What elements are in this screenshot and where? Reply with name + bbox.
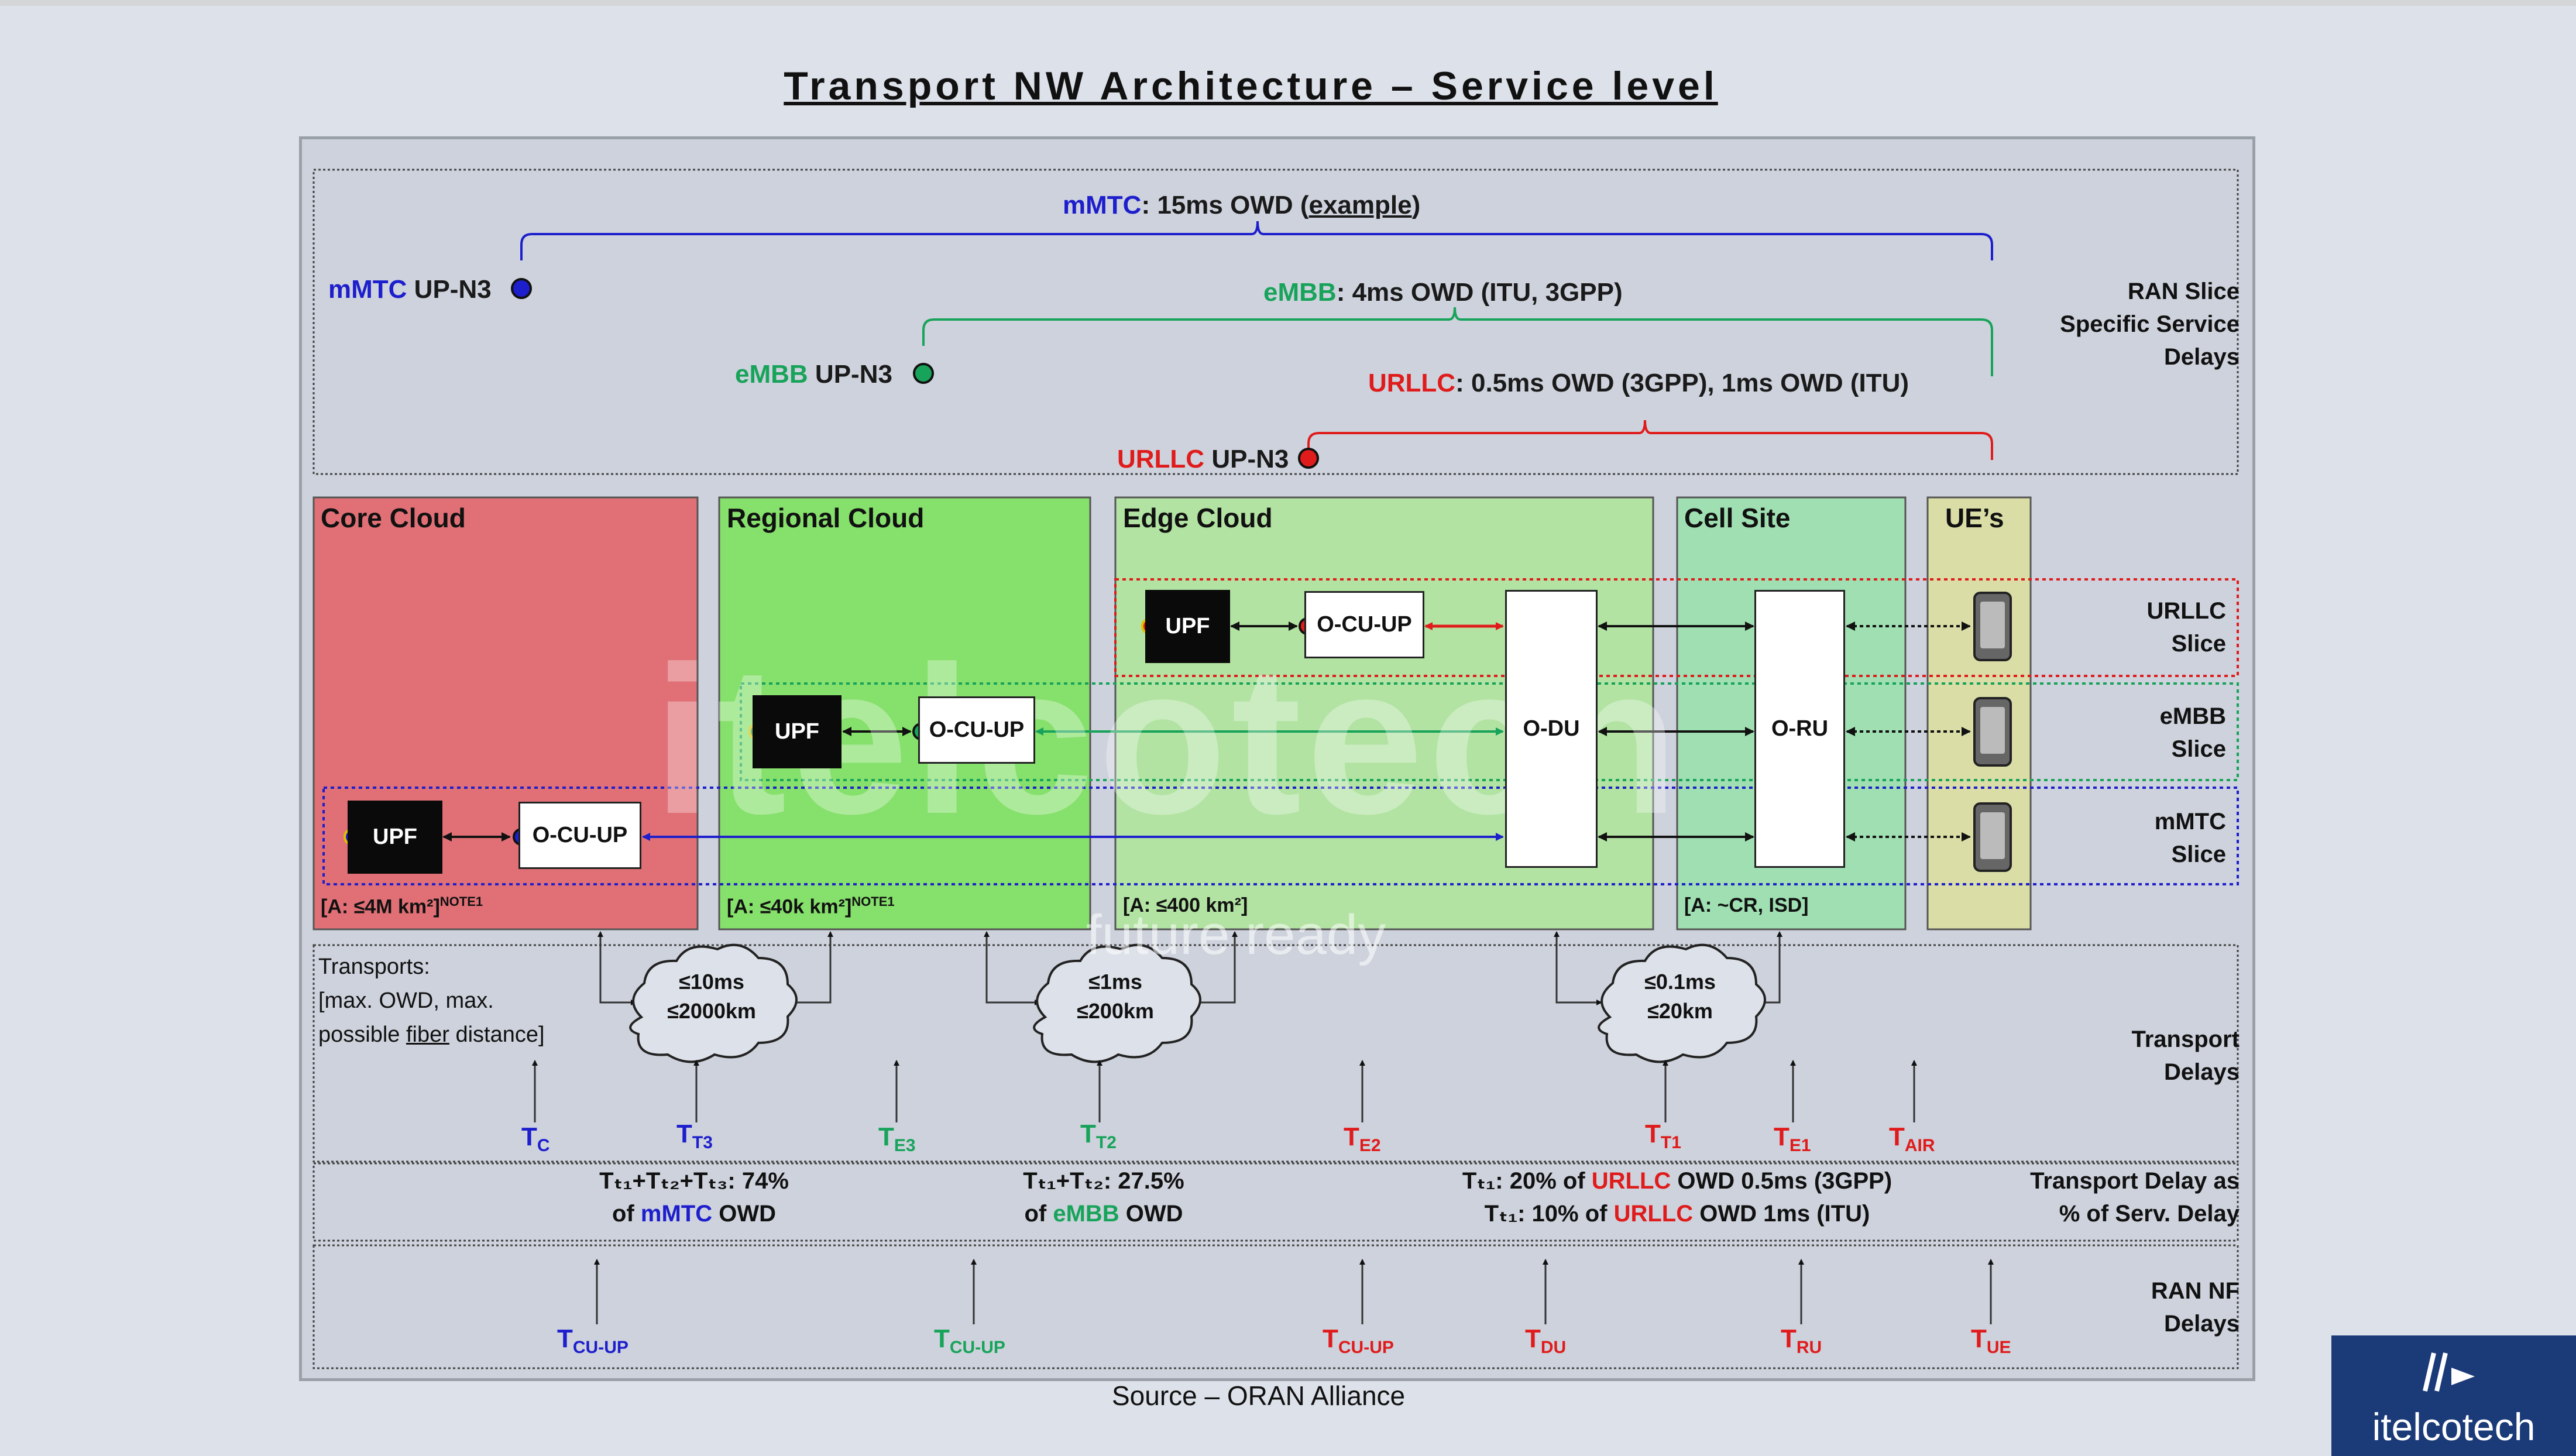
cloud-edge-cell: ≤0.1ms≤20km bbox=[1644, 970, 1716, 1023]
t-t1-label: TT1 bbox=[1645, 1120, 1681, 1152]
t-cu-up-embb-label: TCU-UP bbox=[934, 1324, 1005, 1357]
urllc-ocu-up-node: O-CU-UP bbox=[1304, 591, 1424, 658]
zone-title-cell: Cell Site bbox=[1684, 503, 1791, 533]
ran-slice-frame bbox=[312, 169, 2239, 475]
t-e1-label: TE1 bbox=[1774, 1122, 1811, 1155]
itelcotech-logo: itelcotech bbox=[2331, 1335, 2576, 1456]
embb-brace bbox=[922, 307, 1993, 376]
embb-service-delay: eMBB: 4ms OWD (ITU, 3GPP) bbox=[1263, 278, 1623, 307]
ran-nf-frame bbox=[312, 1244, 2239, 1369]
cloud-regional-edge: ≤1ms≤200km bbox=[1077, 970, 1154, 1023]
t-air-label: TAIR bbox=[1889, 1122, 1935, 1155]
itelcotech-logo-icon bbox=[2423, 1352, 2475, 1392]
urllc-transport-pct: Tₜ₁: 20% of URLLC OWD 0.5ms (3GPP) Tₜ₁: … bbox=[1462, 1168, 1892, 1227]
urllc-anchor-dot bbox=[1298, 448, 1319, 469]
zone-area-core: [A: ≤4M km²]NOTE1 bbox=[321, 894, 483, 918]
zone-title-ues: UE’s bbox=[1945, 503, 2004, 533]
t-cu-up-urllc-label: TCU-UP bbox=[1323, 1324, 1394, 1357]
transports-caption: Transports: [max. OWD, max. possible fib… bbox=[318, 954, 545, 1047]
watermark-tagline: future ready bbox=[1086, 904, 1386, 966]
mmtc-service-delay: mMTC: 15ms OWD (example) bbox=[1063, 191, 1421, 219]
zone-title-core: Core Cloud bbox=[321, 503, 466, 533]
t-du-label: TDU bbox=[1525, 1324, 1567, 1357]
mmtc-anchor-label: mMTC UP-N3 bbox=[328, 275, 492, 304]
mmtc-slice-frame bbox=[322, 787, 2239, 885]
zone-title-edge: Edge Cloud bbox=[1123, 503, 1273, 533]
t-e2-label: TE2 bbox=[1344, 1122, 1381, 1155]
embb-slice-frame bbox=[740, 682, 2239, 781]
embb-anchor-label: eMBB UP-N3 bbox=[735, 360, 892, 389]
architecture-diagram: itelcotech future ready mMTC: 15ms OWD (… bbox=[299, 136, 2255, 1381]
embb-upf-node: UPF bbox=[753, 695, 842, 768]
urllc-slice-frame bbox=[1114, 578, 2239, 677]
zone-area-cell: [A: ~CR, ISD] bbox=[1684, 894, 1809, 916]
mmtc-anchor-dot bbox=[511, 278, 532, 299]
o-ru-node: O-RU bbox=[1754, 590, 1845, 868]
cloud-core-regional: ≤10ms≤2000km bbox=[667, 970, 756, 1023]
zone-title-regional: Regional Cloud bbox=[727, 503, 925, 533]
pct-frame bbox=[312, 1162, 2239, 1242]
mmtc-upf-node: UPF bbox=[348, 801, 442, 874]
embb-ocu-up-node: O-CU-UP bbox=[918, 696, 1035, 764]
mmtc-transport-pct: Tₜ₁+Tₜ₂+Tₜ₃: 74% of mMTC OWD bbox=[599, 1168, 789, 1227]
transport-frame bbox=[312, 944, 2239, 1163]
urllc-anchor-label: URLLC UP-N3 bbox=[1117, 445, 1289, 473]
source-caption: Source – ORAN Alliance bbox=[1112, 1381, 1406, 1411]
embb-anchor-dot bbox=[913, 363, 934, 384]
top-strip bbox=[0, 0, 2576, 6]
t-t3-label: TT3 bbox=[676, 1120, 713, 1152]
t-cu-up-mmtc-label: TCU-UP bbox=[557, 1324, 628, 1357]
embb-transport-pct: Tₜ₁+Tₜ₂: 27.5% of eMBB OWD bbox=[1023, 1168, 1184, 1227]
t-e3-label: TE3 bbox=[878, 1122, 916, 1155]
o-du-node: O-DU bbox=[1505, 590, 1598, 868]
t-ru-label: TRU bbox=[1781, 1324, 1822, 1357]
urllc-upf-node: UPF bbox=[1145, 590, 1230, 663]
page-title: Transport NW Architecture – Service leve… bbox=[784, 64, 1718, 108]
mmtc-ocu-up-node: O-CU-UP bbox=[518, 802, 641, 869]
zone-area-edge: [A: ≤400 km²] bbox=[1123, 894, 1248, 916]
pct-row-label: Transport Delay as% of Serv. Delay bbox=[2030, 1168, 2240, 1227]
mmtc-brace bbox=[520, 221, 1993, 260]
zone-area-regional: [A: ≤40k km²]NOTE1 bbox=[727, 894, 895, 918]
logo-text: itelcotech bbox=[2372, 1405, 2536, 1448]
t-c-label: TC bbox=[521, 1122, 550, 1155]
t-t2-label: TT2 bbox=[1080, 1120, 1117, 1152]
urllc-service-delay: URLLC: 0.5ms OWD (3GPP), 1ms OWD (ITU) bbox=[1368, 369, 1909, 397]
urllc-brace bbox=[1307, 420, 1993, 460]
transport-clouds bbox=[629, 943, 1766, 1063]
diagram-graphics bbox=[312, 169, 2239, 1369]
t-ue-label: TUE bbox=[1971, 1324, 2011, 1357]
